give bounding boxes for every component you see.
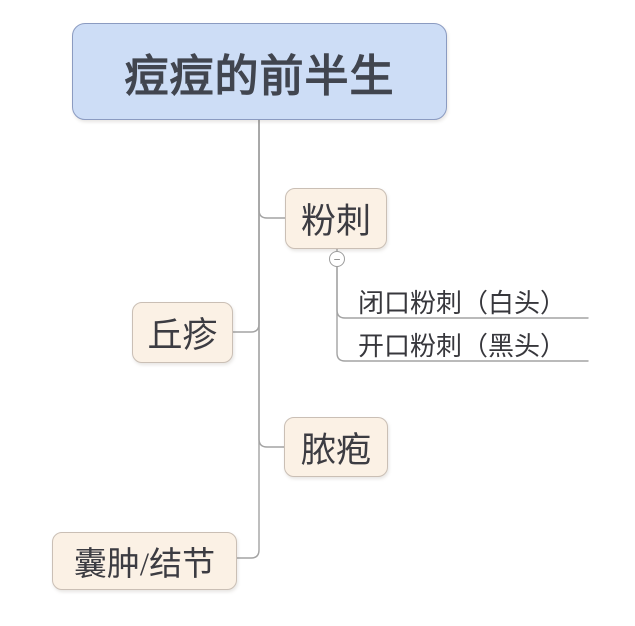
connector-root-nongbao xyxy=(258,119,285,448)
topic-nangzhong[interactable]: 囊肿/结节 xyxy=(52,532,237,590)
connector-root-qiuzhen xyxy=(232,119,260,333)
topic-nongbao[interactable]: 脓疱 xyxy=(284,417,388,477)
subtopic-open-comedo[interactable]: 开口粉刺（黑头） xyxy=(358,332,567,361)
connector-fenci-sub2 xyxy=(336,265,589,362)
root-topic[interactable]: 痘痘的前半生 xyxy=(72,23,447,120)
subtopic-closed-comedo[interactable]: 闭口粉刺（白头） xyxy=(358,289,567,318)
topic-fenci[interactable]: 粉刺 xyxy=(285,188,387,249)
topic-qiuzhen[interactable]: 丘疹 xyxy=(132,302,233,363)
connector-root-nangzhong xyxy=(236,119,260,559)
collapse-toggle-icon[interactable]: − xyxy=(329,251,345,267)
connector-root-fenci xyxy=(258,119,286,219)
